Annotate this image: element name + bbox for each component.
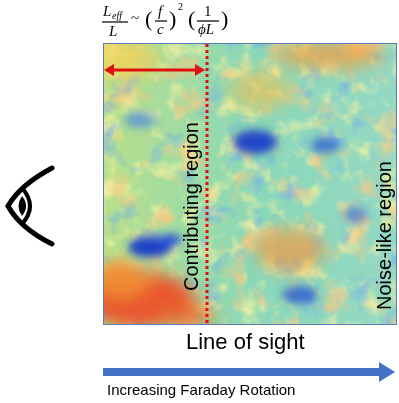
formula-symbol: f bbox=[158, 3, 162, 20]
formula-subscript: eff bbox=[112, 10, 122, 22]
axis-label: Line of sight bbox=[186, 329, 305, 354]
formula-symbol: L bbox=[103, 3, 111, 20]
formula-symbol: ϕL bbox=[198, 21, 214, 38]
formula-symbol: L bbox=[109, 23, 117, 40]
formula-exponent: 2 bbox=[178, 1, 183, 13]
formula-symbol: ~ bbox=[131, 10, 139, 27]
direction-arrow bbox=[103, 362, 395, 382]
formula-paren: ) bbox=[221, 6, 228, 31]
formula-symbol: c bbox=[157, 21, 164, 38]
turbulence-map bbox=[103, 43, 397, 325]
formula-paren: ( bbox=[188, 6, 195, 31]
formula-paren: ( bbox=[145, 6, 152, 31]
region-label: Contributing region bbox=[180, 122, 203, 291]
formula-symbol: 1 bbox=[204, 3, 212, 20]
arrow-label: Increasing Faraday Rotation bbox=[107, 381, 295, 398]
boundary-line bbox=[206, 44, 209, 324]
turbulence-panel: Contributing region Noise-like region bbox=[103, 43, 397, 325]
eye-icon bbox=[8, 168, 52, 244]
formula-paren: ) bbox=[169, 6, 176, 31]
double-arrow bbox=[104, 64, 205, 76]
region-label: Noise-like region bbox=[373, 161, 396, 310]
